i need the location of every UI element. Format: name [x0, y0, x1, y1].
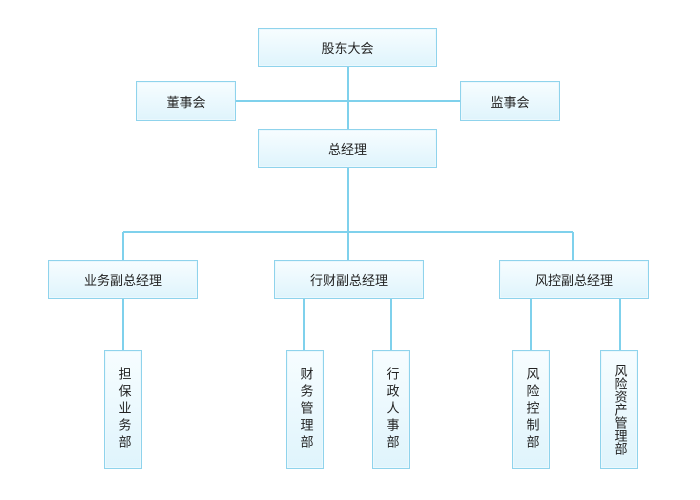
node-admin-hr-dept: 行政人事部 [372, 350, 410, 469]
node-shareholders-meeting: 股东大会 [258, 28, 437, 67]
node-guarantee-business-dept: 担保业务部 [104, 350, 142, 469]
node-risk-control-dept: 风险控制部 [512, 350, 550, 469]
node-general-manager: 总经理 [258, 129, 437, 168]
node-finance-management-dept: 财务管理部 [286, 350, 324, 469]
node-finance-admin-vp: 行财副总经理 [274, 260, 424, 299]
node-risk-control-vp: 风控副总经理 [499, 260, 649, 299]
node-board-of-directors: 董事会 [136, 81, 236, 121]
node-board-of-supervisors: 监事会 [460, 81, 560, 121]
node-risk-asset-management-dept: 风险资产管理部 [600, 350, 638, 469]
node-business-vp: 业务副总经理 [48, 260, 198, 299]
